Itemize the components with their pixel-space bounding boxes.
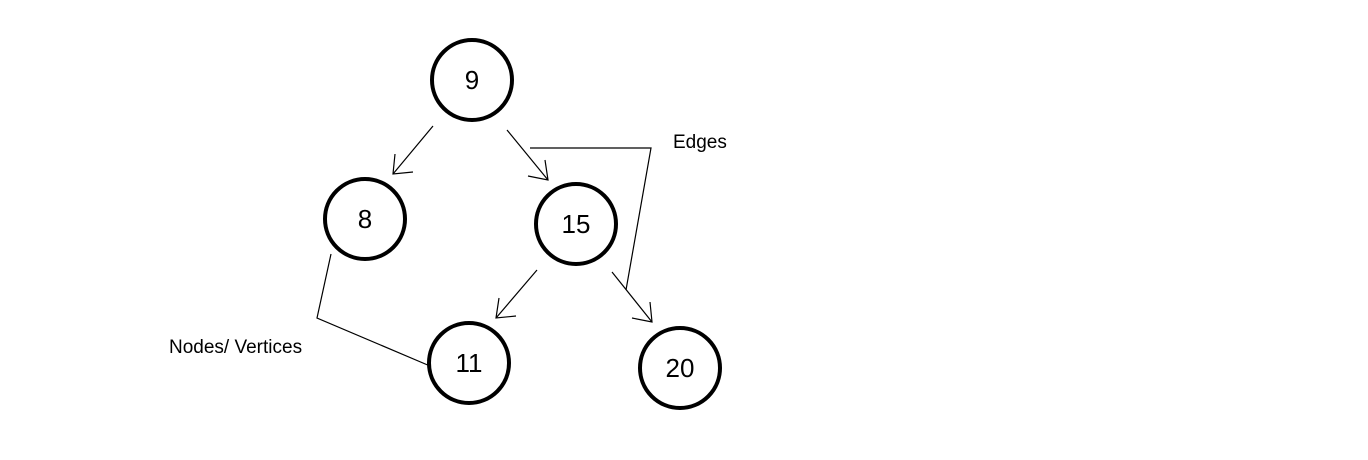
node-11-label: 11 [456,348,483,378]
node-9-label: 9 [465,65,479,95]
edge-15-to-20 [611,271,653,323]
edges-pointer-line [530,147,652,291]
edges-annotation: Edges [673,132,727,153]
node-15-label: 15 [562,209,591,239]
edge-9-to-15 [506,129,549,181]
nodes-pointer-line [316,253,431,367]
node-9: 9 [430,38,514,122]
node-8: 8 [323,177,407,261]
node-15: 15 [534,182,618,266]
node-20: 20 [638,326,722,410]
node-20-label: 20 [666,353,695,383]
node-11: 11 [427,321,511,405]
node-8-label: 8 [358,204,372,234]
edge-9-to-8 [392,125,434,175]
edge-15-to-11 [495,269,538,319]
nodes-vertices-annotation: Nodes/ Vertices [169,337,302,358]
